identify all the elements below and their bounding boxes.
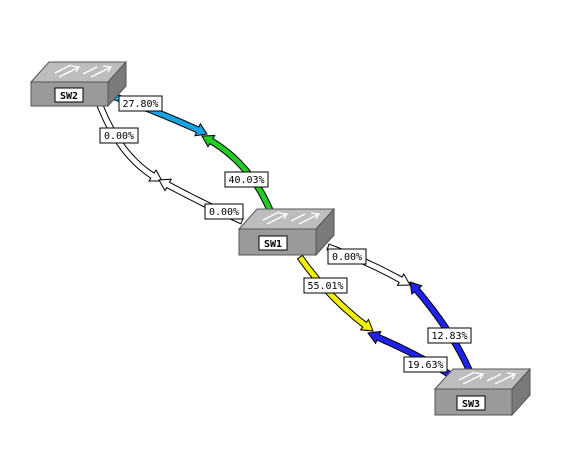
- link-label-sw2-sw1-inner: 27.80%: [118, 95, 163, 112]
- switch-side-face: [315, 207, 335, 257]
- switch-side-face: [107, 60, 127, 108]
- switch-label: SW3: [462, 399, 480, 410]
- link-label-sw1-sw3-upper: 0.00%: [327, 248, 367, 265]
- utilization-text: 12.83%: [431, 331, 467, 342]
- utilization-text: 40.03%: [228, 175, 264, 186]
- switch-label-box: [54, 87, 84, 103]
- link-label-sw3-sw1-upper: 12.83%: [427, 327, 472, 344]
- link-label-sw2-sw1-outer: 0.00%: [99, 127, 139, 144]
- switch-side-face: [511, 367, 531, 417]
- switch-label: SW1: [264, 239, 282, 250]
- utilization-text: 27.80%: [122, 99, 158, 110]
- utilization-text: 19.63%: [407, 360, 443, 371]
- switch-sw3[interactable]: SW3: [433, 367, 532, 417]
- switch-label-box: [258, 235, 288, 251]
- utilization-text: 0.00%: [332, 252, 362, 263]
- switch-arrows-icon: [458, 371, 517, 385]
- utilization-text: 55.01%: [307, 281, 343, 292]
- utilization-text: 0.00%: [209, 207, 239, 218]
- switch-sw1[interactable]: SW1: [237, 207, 336, 257]
- switch-arrows-icon: [54, 64, 113, 78]
- link-label-sw1-sw2-outer: 0.00%: [204, 203, 244, 220]
- switch-label: SW2: [60, 91, 78, 102]
- link-label-sw1-sw3-lower: 55.01%: [303, 277, 348, 294]
- link-label-sw1-sw2-inner: 40.03%: [224, 171, 269, 188]
- switch-sw2[interactable]: SW2: [29, 60, 128, 108]
- link-label-sw3-sw1-lower: 19.63%: [403, 356, 448, 373]
- utilization-text: 0.00%: [104, 131, 134, 142]
- switch-arrows-icon: [262, 211, 321, 225]
- switch-label-box: [456, 395, 486, 411]
